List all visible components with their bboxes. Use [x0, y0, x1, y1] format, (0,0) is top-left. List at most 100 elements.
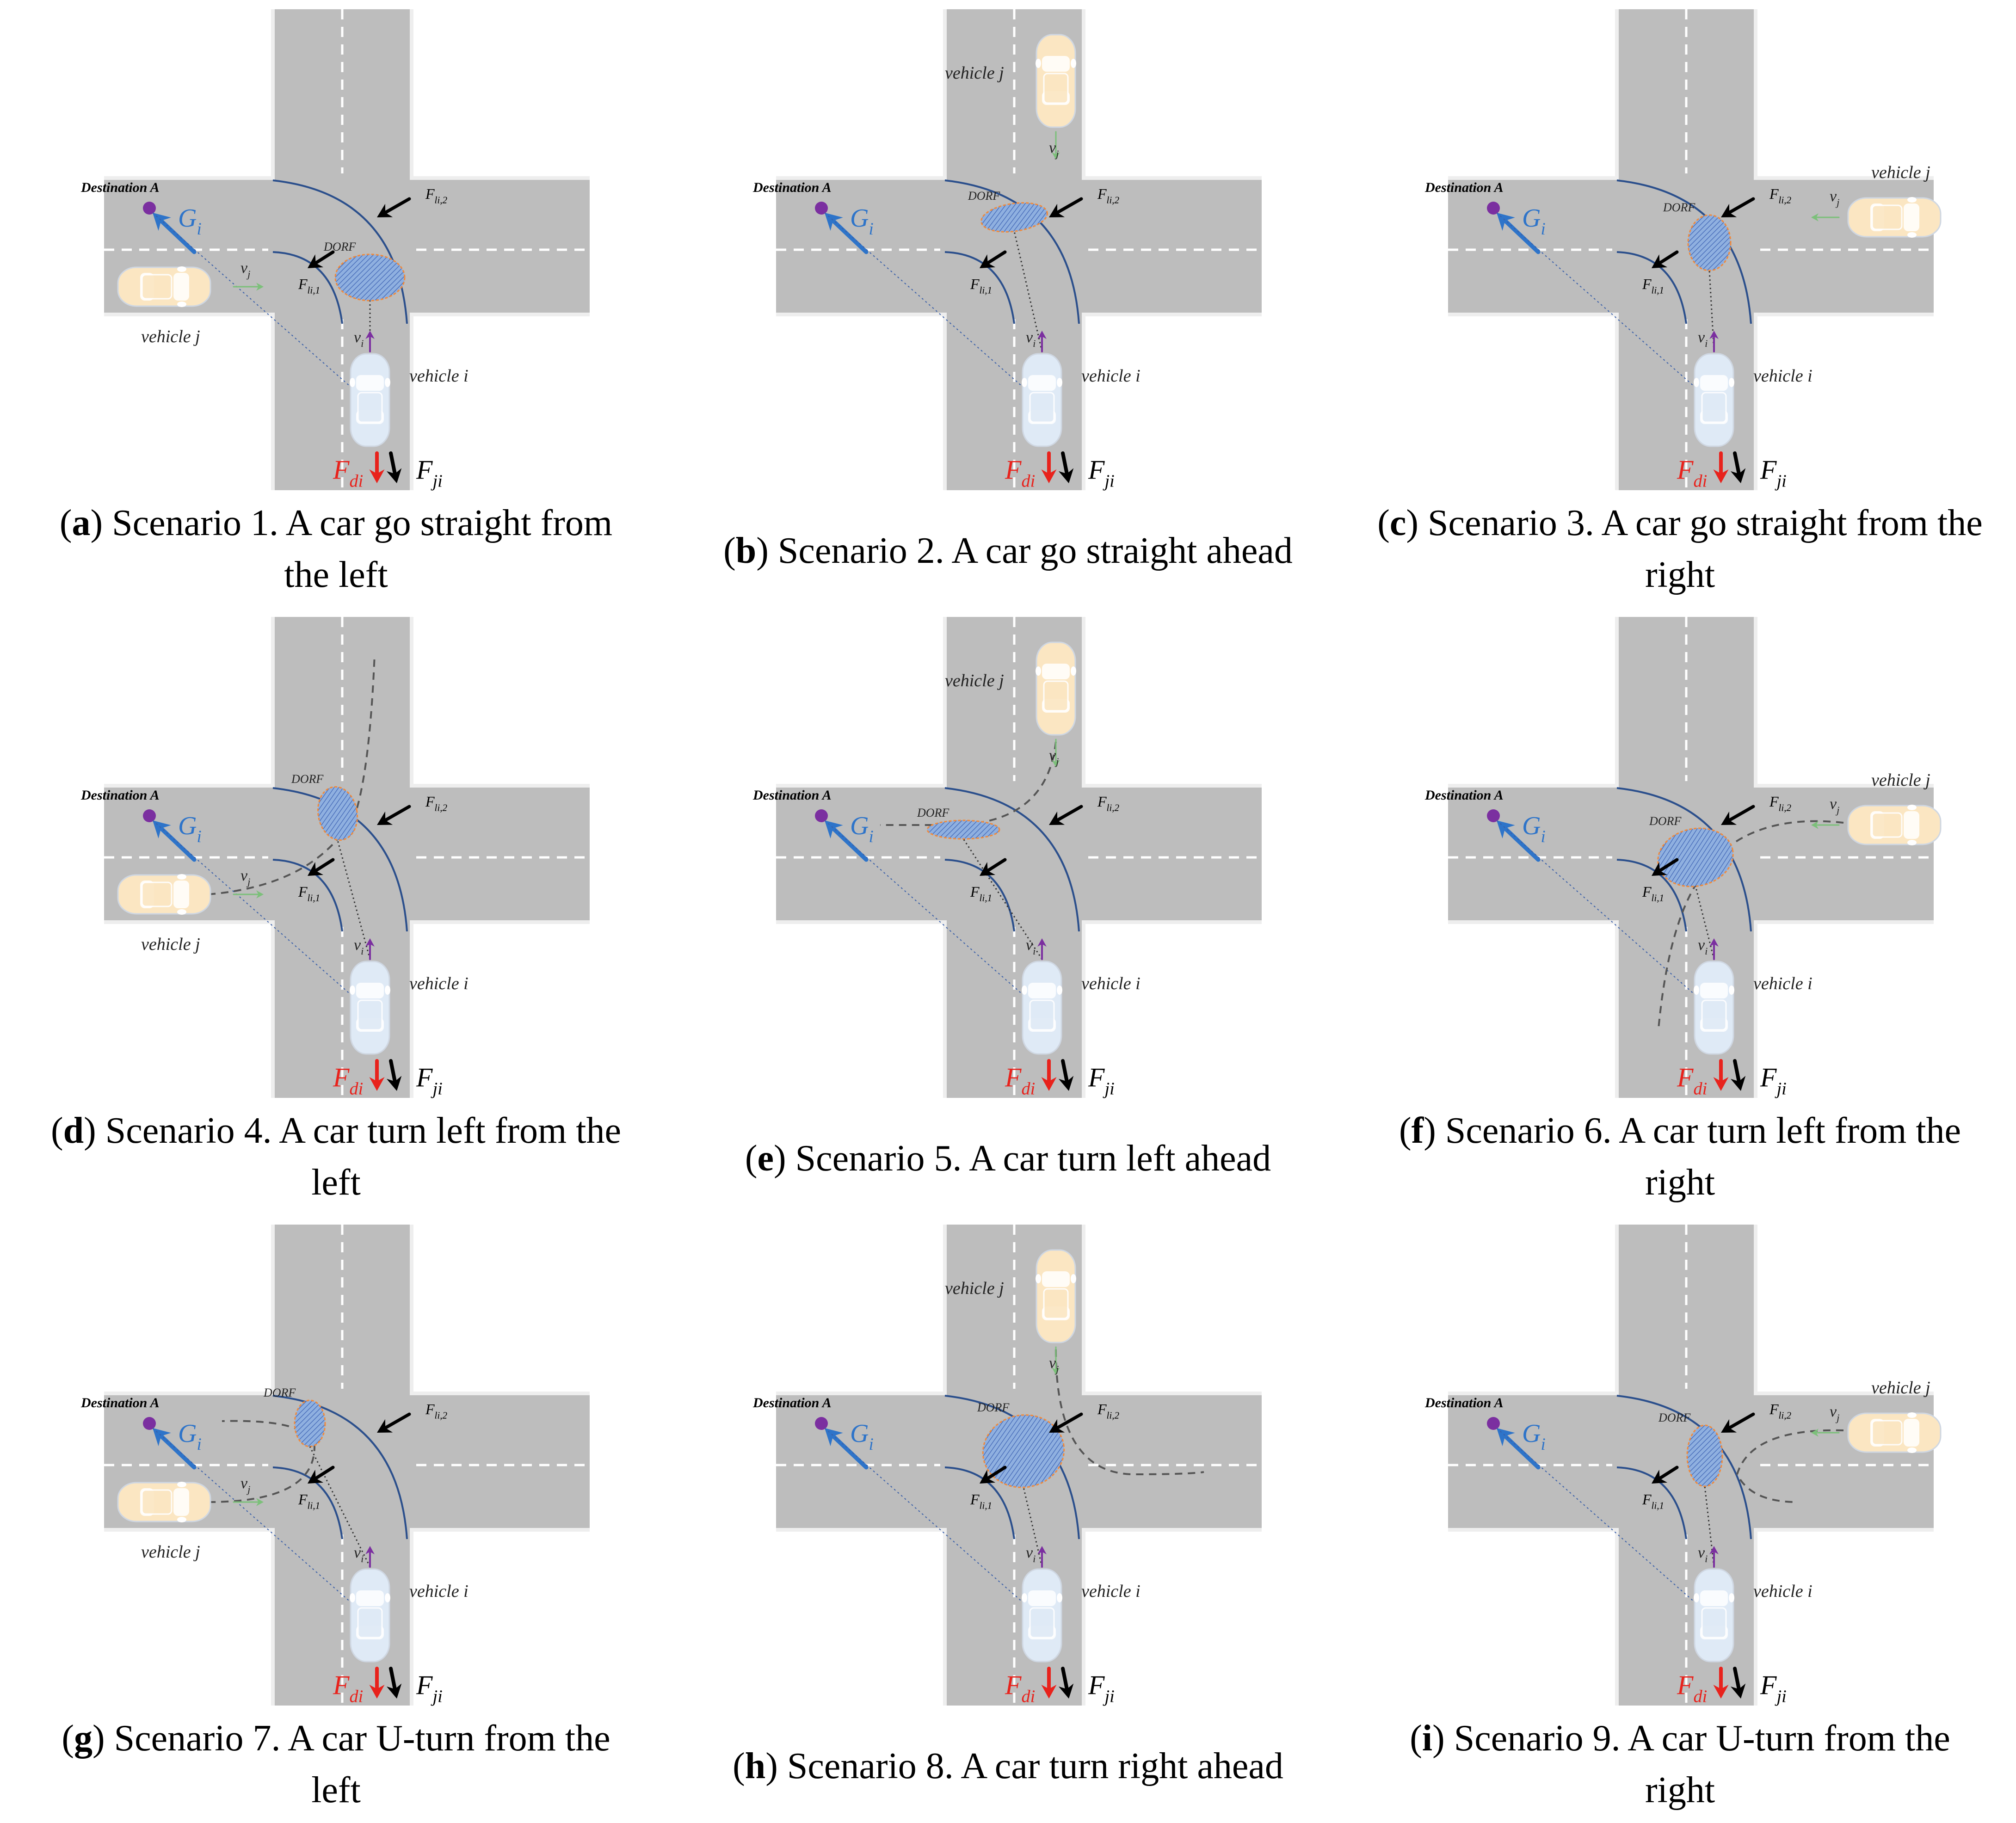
scenario-letter: a — [72, 503, 91, 543]
velocity-i-label: vi — [354, 1544, 364, 1564]
dorf-region — [1657, 827, 1734, 887]
lane-force-1-arrow — [1652, 858, 1679, 876]
velocity-j-arrow — [233, 283, 264, 291]
goal-guide-line — [152, 212, 364, 398]
velocity-j-label: vj — [1830, 1403, 1839, 1423]
road-edge — [776, 617, 947, 788]
vehicle-j-trajectory — [208, 1420, 316, 1503]
vehicle-i-label: vehicle i — [409, 974, 469, 993]
scenario-caption: (h) Scenario 8. A car turn right ahead — [733, 1746, 1283, 1786]
lane-force-1-arrow — [1652, 1466, 1679, 1484]
force-di-label: Fdi — [1677, 455, 1707, 491]
force-di-arrow — [1041, 451, 1057, 483]
force-ji-arrow — [1730, 1059, 1746, 1091]
vehicle-j — [117, 1482, 211, 1522]
destination-label: Destination A — [1424, 788, 1504, 803]
scenario-caption: (e) Scenario 5. A car turn left ahead — [745, 1138, 1271, 1179]
dorf-region — [334, 253, 406, 302]
force-ji-label: Fji — [1760, 1670, 1787, 1706]
lane-force-1-label: Fli,1 — [1642, 276, 1664, 296]
lane-force-1-label: Fli,1 — [298, 1491, 320, 1511]
force-di-label: Fdi — [1005, 1670, 1035, 1706]
destination-dot — [143, 202, 156, 215]
scenario-letter: c — [1389, 503, 1406, 543]
velocity-i-arrow — [1709, 1546, 1719, 1568]
destination-label: Destination A — [80, 180, 160, 195]
inner-boundary-curve — [944, 1466, 1015, 1540]
velocity-j-arrow — [1052, 131, 1060, 160]
goal-force-label: Gi — [850, 812, 874, 846]
vehicle-j — [117, 266, 211, 307]
velocity-j-label: vj — [240, 867, 250, 887]
vehicle-i-label: vehicle i — [1753, 1582, 1813, 1601]
force-ji-arrow — [1730, 451, 1746, 483]
force-ji-arrow — [386, 451, 402, 483]
intersection — [776, 617, 1262, 1098]
vehicle-i — [1694, 1568, 1734, 1663]
force-di-arrow — [1041, 1667, 1057, 1699]
destination-label: Destination A — [80, 1395, 160, 1410]
road-edge — [104, 617, 275, 788]
destination-label: Destination A — [1424, 1395, 1504, 1410]
caption-line: left — [311, 1770, 361, 1811]
lane-force-2-arrow — [377, 805, 411, 825]
lane-force-2-arrow — [1721, 1412, 1755, 1433]
caption-line: Scenario 7. A car U-turn from the — [114, 1718, 610, 1759]
vehicle-i-label: vehicle i — [1081, 366, 1141, 386]
dorf-region — [1686, 1424, 1723, 1487]
caption-line: right — [1645, 554, 1715, 595]
velocity-j-label: vj — [240, 259, 250, 280]
vehicle-j — [1847, 805, 1942, 845]
road-edge — [1448, 1225, 1619, 1395]
road-edge — [104, 9, 275, 180]
force-ji-arrow — [1058, 451, 1074, 483]
destination-dot — [1487, 202, 1500, 215]
scenario-letter: g — [74, 1718, 92, 1759]
force-di-arrow — [369, 1667, 385, 1699]
dorf-label: DORF — [917, 806, 949, 819]
inner-boundary-curve — [944, 251, 1015, 324]
vehicle-j-label: vehicle j — [945, 63, 1004, 83]
velocity-i-label: vi — [1698, 1544, 1708, 1564]
vehicle-j-label: vehicle j — [945, 1279, 1004, 1298]
dorf-label: DORF — [291, 772, 324, 786]
velocity-i-arrow — [1709, 938, 1719, 960]
road-edge — [410, 1528, 590, 1706]
velocity-i-label: vi — [1698, 936, 1708, 957]
scenario-letter: h — [745, 1746, 766, 1786]
velocity-i-label: vi — [1026, 936, 1036, 957]
lane-force-2-label: Fli,2 — [425, 793, 448, 813]
road-edge — [1448, 9, 1619, 180]
velocity-j-label: vj — [1049, 1355, 1059, 1375]
goal-force-label: Gi — [178, 1419, 202, 1453]
road-edge — [410, 617, 590, 788]
vehicle-i-label: vehicle i — [409, 366, 469, 386]
lane-force-1-label: Fli,1 — [1642, 1491, 1664, 1511]
force-ji-arrow — [1058, 1059, 1074, 1091]
lane-force-2-arrow — [377, 197, 411, 217]
dorf-region — [294, 1399, 326, 1447]
road-edge — [1754, 313, 1934, 490]
road-edge — [410, 920, 590, 1098]
velocity-j-arrow — [233, 1498, 264, 1506]
road-edge — [1082, 1528, 1262, 1706]
force-di-arrow — [369, 451, 385, 483]
vehicle-j-label: vehicle j — [945, 671, 1004, 690]
inner-boundary-curve — [272, 1466, 343, 1540]
vehicle-i-label: vehicle i — [1753, 366, 1813, 386]
lane-force-1-label: Fli,1 — [970, 276, 992, 296]
force-ji-label: Fji — [1760, 1062, 1787, 1098]
goal-guide-line — [152, 1428, 364, 1614]
dorf-label: DORF — [323, 240, 356, 253]
dorf-region — [1687, 214, 1732, 271]
velocity-j-arrow — [1811, 1429, 1840, 1437]
road-edge — [104, 920, 275, 1098]
road-edge — [1754, 1225, 1934, 1395]
lane-force-2-label: Fli,2 — [1769, 1401, 1792, 1421]
